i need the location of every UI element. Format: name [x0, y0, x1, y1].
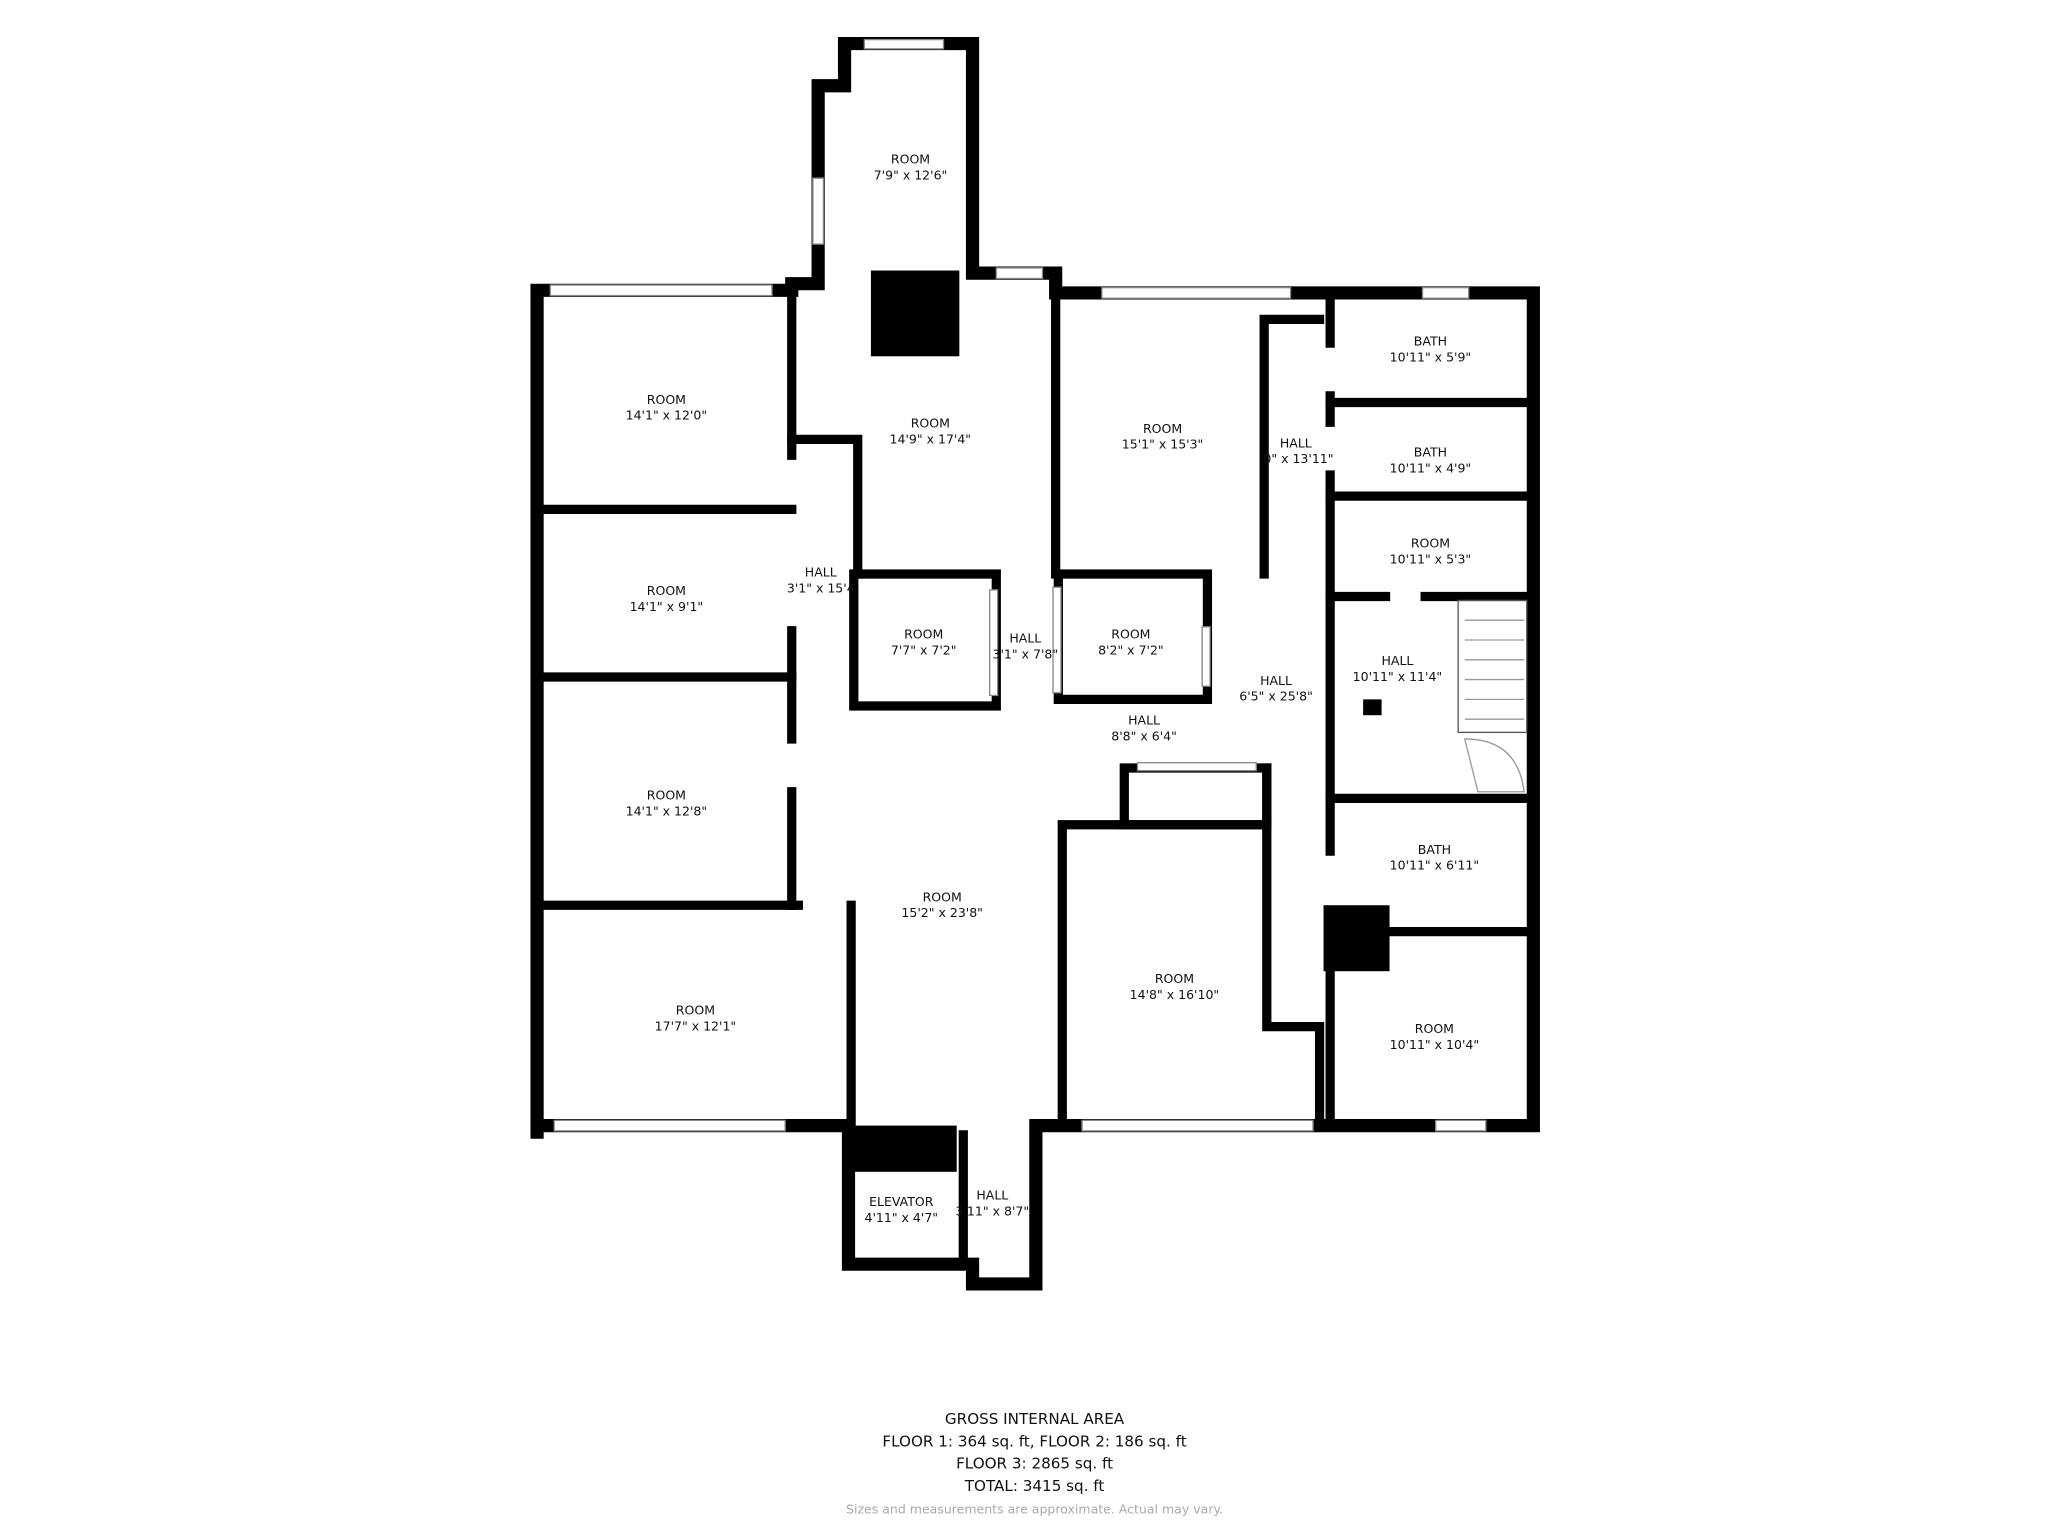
svg-text:10'11" x 4'9": 10'11" x 4'9" — [1390, 460, 1472, 475]
svg-text:10'11" x 10'4": 10'11" x 10'4" — [1390, 1037, 1480, 1052]
svg-text:0" x 13'11": 0" x 13'11" — [1263, 451, 1333, 466]
svg-text:ROOM: ROOM — [647, 583, 686, 598]
svg-text:ROOM: ROOM — [891, 152, 930, 167]
svg-text:10'11" x 11'4": 10'11" x 11'4" — [1353, 669, 1443, 684]
svg-text:BATH: BATH — [1414, 334, 1447, 349]
svg-text:14'8" x 16'10": 14'8" x 16'10" — [1130, 987, 1220, 1002]
fireplace-block — [870, 270, 960, 357]
svg-text:ROOM: ROOM — [647, 392, 686, 407]
svg-text:HALL: HALL — [976, 1188, 1008, 1203]
svg-text:6'5" x 25'8": 6'5" x 25'8" — [1239, 689, 1313, 704]
area-summary: GROSS INTERNAL AREA FLOOR 1: 364 sq. ft,… — [846, 1410, 1223, 1517]
area-floor-1-2: FLOOR 1: 364 sq. ft, FLOOR 2: 186 sq. ft — [882, 1432, 1186, 1450]
svg-text:ROOM: ROOM — [676, 1003, 715, 1018]
svg-text:HALL: HALL — [1009, 631, 1041, 646]
svg-text:8'8" x 6'4": 8'8" x 6'4" — [1111, 728, 1177, 743]
svg-text:HALL: HALL — [1381, 653, 1413, 668]
svg-text:7'7" x 7'2": 7'7" x 7'2" — [891, 643, 957, 658]
svg-text:10'11" x 5'3": 10'11" x 5'3" — [1390, 551, 1472, 566]
svg-text:4'11" x 4'7": 4'11" x 4'7" — [864, 1210, 938, 1225]
svg-text:8'2" x 7'2": 8'2" x 7'2" — [1098, 643, 1164, 658]
svg-text:ROOM: ROOM — [904, 627, 943, 642]
disclaimer: Sizes and measurements are approximate. … — [846, 1502, 1223, 1517]
svg-text:14'1" x 12'0": 14'1" x 12'0" — [626, 408, 708, 423]
stairs — [1457, 599, 1528, 793]
svg-text:14'1" x 12'8": 14'1" x 12'8" — [626, 804, 708, 819]
svg-text:ROOM: ROOM — [647, 788, 686, 803]
svg-text:10'11" x 6'11": 10'11" x 6'11" — [1390, 858, 1480, 873]
svg-text:BATH: BATH — [1414, 445, 1447, 460]
svg-text:17'7" x 12'1": 17'7" x 12'1" — [655, 1019, 737, 1034]
svg-text:3'1" x 7'8": 3'1" x 7'8" — [993, 646, 1059, 661]
svg-text:14'1" x 9'1": 14'1" x 9'1" — [630, 599, 704, 614]
svg-text:ROOM: ROOM — [1155, 971, 1194, 986]
area-title: GROSS INTERNAL AREA — [945, 1410, 1125, 1428]
svg-text:ROOM: ROOM — [1415, 1021, 1454, 1036]
svg-text:14'9" x 17'4": 14'9" x 17'4" — [890, 431, 972, 446]
svg-text:3'11" x 8'7": 3'11" x 8'7" — [956, 1203, 1030, 1218]
area-floor-3: FLOOR 3: 2865 sq. ft — [956, 1455, 1113, 1473]
svg-text:15'2" x 23'8": 15'2" x 23'8" — [901, 905, 983, 920]
svg-text:HALL: HALL — [1260, 673, 1292, 688]
windows — [549, 38, 1487, 1132]
svg-text:HALL: HALL — [1128, 712, 1160, 727]
svg-text:15'1" x 15'3": 15'1" x 15'3" — [1122, 437, 1204, 452]
svg-text:ROOM: ROOM — [1143, 421, 1182, 436]
svg-text:HALL: HALL — [805, 565, 837, 580]
svg-text:ROOM: ROOM — [1111, 627, 1150, 642]
area-total: TOTAL: 3415 sq. ft — [964, 1477, 1105, 1495]
svg-text:ROOM: ROOM — [923, 889, 962, 904]
svg-text:BATH: BATH — [1418, 842, 1451, 857]
svg-text:HALL: HALL — [1280, 435, 1312, 450]
svg-text:10'11" x 5'9": 10'11" x 5'9" — [1390, 350, 1472, 365]
svg-text:7'9" x 12'6": 7'9" x 12'6" — [874, 167, 948, 182]
svg-text:ELEVATOR: ELEVATOR — [869, 1194, 934, 1209]
svg-text:ROOM: ROOM — [911, 416, 950, 431]
svg-text:3'1" x 15'4: 3'1" x 15'4 — [787, 580, 855, 595]
svg-text:ROOM: ROOM — [1411, 536, 1450, 551]
